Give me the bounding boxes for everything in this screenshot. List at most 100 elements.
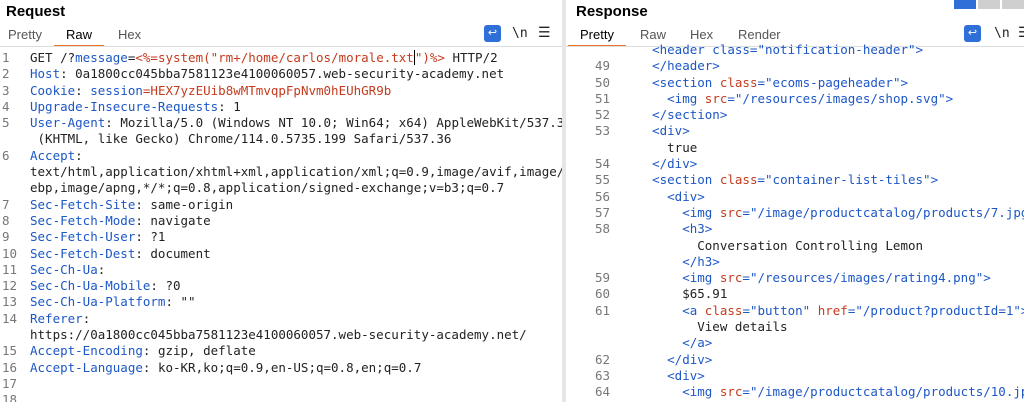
line-number: 18 bbox=[2, 392, 18, 402]
code-token: = bbox=[757, 74, 766, 90]
pane-divider[interactable] bbox=[562, 0, 566, 402]
code-line: <header class="notification-header"> bbox=[566, 42, 1024, 58]
code-token: src bbox=[719, 270, 743, 286]
line-number: 16 bbox=[2, 359, 18, 375]
code-line: 57 <img src="/image/productcatalog/produ… bbox=[566, 205, 1024, 221]
code-line: 63 <div> bbox=[566, 368, 1024, 384]
code-token: Cookie bbox=[30, 82, 76, 98]
line-number: 64 bbox=[594, 384, 610, 400]
tab-divider bbox=[0, 46, 562, 47]
code-token: > bbox=[930, 172, 939, 188]
response-editor[interactable]: <header class="notification-header">49 <… bbox=[566, 42, 1024, 402]
code-line: 64 <img src="/image/productcatalog/produ… bbox=[566, 384, 1024, 400]
code-line: 52 </section> bbox=[566, 107, 1024, 123]
line-number: 8 bbox=[2, 212, 10, 228]
tab-raw[interactable]: Raw bbox=[53, 27, 105, 47]
line-number: 65 bbox=[566, 401, 610, 402]
response-tabs: Pretty Raw Hex Render bbox=[566, 26, 1024, 47]
code-line: ebp,image/apng,*/*;q=0.8,application/sig… bbox=[0, 180, 562, 196]
code-token: src bbox=[719, 384, 743, 400]
tab-render[interactable]: Render bbox=[738, 27, 781, 42]
code-token: = bbox=[847, 302, 856, 318]
line-number: 59 bbox=[594, 270, 610, 286]
code-token: src bbox=[704, 90, 728, 106]
line-number: 17 bbox=[2, 375, 18, 391]
code-token: </section> bbox=[622, 107, 728, 123]
code-line: (KHTML, like Gecko) Chrome/114.0.5735.19… bbox=[0, 131, 562, 147]
code-token: : bbox=[97, 261, 106, 277]
code-token: Sec-Ch-Ua bbox=[30, 261, 98, 277]
code-token: : document bbox=[135, 245, 211, 261]
code-token: : navigate bbox=[135, 212, 211, 228]
menu-icon[interactable]: ☰ bbox=[538, 24, 551, 40]
code-token: "/image/productcatalog/products/7.jpg" bbox=[749, 204, 1024, 220]
tab-raw[interactable]: Raw bbox=[640, 27, 667, 42]
response-pane: Response Pretty Raw Hex Render ↩ \n ☰ <h… bbox=[566, 0, 1024, 402]
line-number: 3 bbox=[2, 82, 10, 98]
line-number: 56 bbox=[594, 188, 610, 204]
code-line: 61 <a class="button" href="/product?prod… bbox=[566, 303, 1024, 319]
line-number: 52 bbox=[594, 107, 610, 123]
code-token: = bbox=[742, 270, 750, 286]
code-line: 55 <section class="container-list-tiles"… bbox=[566, 172, 1024, 188]
tab-hex[interactable]: Hex bbox=[118, 27, 142, 42]
wrap-lines-icon[interactable]: ↩ bbox=[964, 25, 981, 42]
code-token: View details bbox=[622, 319, 788, 335]
code-token: HTTP/2 bbox=[444, 50, 498, 65]
layout-toggle-icon[interactable] bbox=[954, 0, 1024, 10]
line-number: 55 bbox=[594, 172, 610, 188]
code-token: "button" bbox=[749, 302, 818, 318]
line-number: 9 bbox=[2, 229, 10, 245]
line-number: 51 bbox=[594, 90, 610, 106]
line-number: 62 bbox=[594, 351, 610, 367]
code-token: https://0a1800cc045bba7581123e4100060057… bbox=[30, 327, 527, 343]
code-line: 49 </header> bbox=[566, 58, 1024, 74]
code-token: =HEX7yzEUib8wMTmvqpFpNvm0hEUhGR9b bbox=[142, 82, 392, 98]
code-token: "/resources/images/shop.svg" bbox=[734, 90, 946, 106]
line-number: 54 bbox=[594, 156, 610, 172]
tab-pretty[interactable]: Pretty bbox=[8, 27, 42, 42]
code-token: Accept-Encoding bbox=[30, 343, 143, 359]
code-line: 58 <h3> bbox=[566, 221, 1024, 237]
code-token: message bbox=[75, 50, 128, 65]
code-token: </a> bbox=[622, 335, 713, 351]
code-token: Sec-Fetch-Mode bbox=[30, 212, 136, 228]
code-token: Referer bbox=[30, 310, 83, 326]
code-line: 54 </div> bbox=[566, 156, 1024, 172]
wrap-lines-icon[interactable]: ↩ bbox=[484, 25, 501, 42]
code-token: <div> bbox=[622, 367, 705, 383]
tab-hex[interactable]: Hex bbox=[690, 27, 714, 42]
code-token: Conversation Controlling Lemon bbox=[622, 237, 924, 253]
code-line: true bbox=[566, 140, 1024, 156]
code-line: 50 <section class="ecoms-pageheader"> bbox=[566, 75, 1024, 91]
code-token: src bbox=[719, 204, 743, 220]
request-title: Request bbox=[6, 3, 66, 20]
code-token: href bbox=[817, 302, 848, 318]
code-line: 60 $65.91 bbox=[566, 286, 1024, 302]
code-line: 62 </div> bbox=[566, 352, 1024, 368]
line-number: 58 bbox=[594, 221, 610, 237]
code-token: Sec-Fetch-User bbox=[30, 229, 136, 245]
newline-toggle-button[interactable]: \n bbox=[512, 26, 528, 41]
menu-icon[interactable]: ☰ bbox=[1018, 24, 1024, 41]
code-token: : same-origin bbox=[135, 196, 234, 212]
code-token: <div> bbox=[622, 123, 690, 139]
code-token: session bbox=[90, 82, 143, 98]
code-token: > bbox=[1021, 303, 1024, 318]
tab-divider bbox=[566, 46, 1024, 47]
code-line: 53 <div> bbox=[566, 123, 1024, 139]
code-line: 56 <div> bbox=[566, 189, 1024, 205]
newline-toggle-button[interactable]: \n bbox=[994, 26, 1010, 41]
code-token: <header class="notification-header"> bbox=[622, 42, 924, 57]
